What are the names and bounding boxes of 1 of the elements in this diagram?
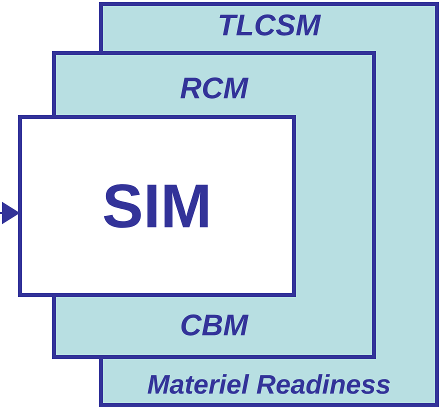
sim-box: SIM bbox=[18, 115, 296, 297]
